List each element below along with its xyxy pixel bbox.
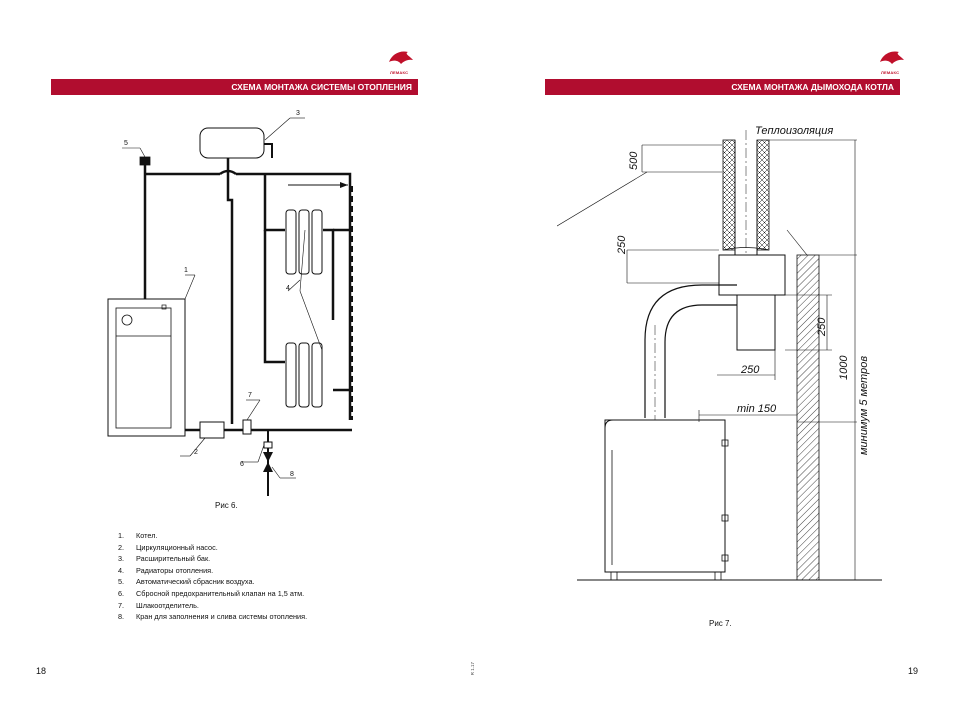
air-vent bbox=[139, 156, 151, 166]
dim-250-top: 250 bbox=[616, 235, 628, 255]
page-number: 18 bbox=[36, 666, 47, 676]
slag-separator bbox=[242, 419, 252, 435]
boiler bbox=[604, 419, 726, 573]
dim-250-bottom: 250 bbox=[740, 364, 760, 376]
section-banner: СХЕМА МОНТАЖА СИСТЕМЫ ОТОПЛЕНИЯ bbox=[51, 79, 418, 95]
dim-250-right: 250 bbox=[816, 317, 828, 337]
insulation-label: Теплоизоляция bbox=[755, 125, 833, 137]
heating-system-diagram: 1 2 3 4 5 6 7 8 bbox=[107, 110, 353, 496]
chimney-installation-diagram: Теплоизоляция 500 250 250 250 1000 min 1… bbox=[557, 125, 882, 581]
legend-item: 3.Расширительный бак. bbox=[118, 554, 211, 564]
fill-tap bbox=[263, 452, 273, 462]
radiator-upper bbox=[285, 209, 323, 275]
dim-1000: 1000 bbox=[838, 355, 850, 380]
legend-list: 1.Котел. 2.Циркуляционный насос. 3.Расши… bbox=[118, 530, 307, 623]
callout-2: 2 bbox=[194, 449, 198, 456]
safety-valve bbox=[263, 441, 273, 449]
callout-8: 8 bbox=[290, 471, 294, 478]
page-number: 19 bbox=[908, 666, 919, 676]
callout-6: 6 bbox=[240, 461, 244, 468]
dim-500: 500 bbox=[628, 151, 640, 170]
callout-5: 5 bbox=[124, 140, 128, 147]
expansion-tank bbox=[199, 127, 265, 159]
lemax-logo bbox=[880, 51, 904, 64]
figure-caption: Рис 6. bbox=[215, 501, 238, 510]
callout-1: 1 bbox=[184, 267, 188, 274]
callout-4: 4 bbox=[286, 285, 290, 292]
legend-item: 4.Радиаторы отопления. bbox=[118, 565, 214, 575]
logo-text: ЛЕМАКС bbox=[390, 70, 409, 75]
legend-item: 5.Автоматический сбрасник воздуха. bbox=[118, 577, 255, 587]
legend-item: 6.Сбросной предохранительный клапан на 1… bbox=[118, 588, 305, 598]
logo-text: ЛЕМАКС bbox=[881, 70, 900, 75]
callout-7: 7 bbox=[248, 392, 252, 399]
boiler bbox=[107, 298, 186, 437]
circulation-pump bbox=[199, 421, 225, 439]
wall bbox=[796, 254, 820, 581]
radiator-lower bbox=[285, 342, 323, 408]
left-page: ЛЕМАКС СХЕМА МОНТАЖА СИСТЕМЫ ОТОПЛЕНИЯ bbox=[36, 51, 418, 676]
section-banner: СХЕМА МОНТАЖА ДЫМОХОДА КОТЛА bbox=[545, 79, 900, 95]
gutter-code: R 1.17 bbox=[470, 662, 475, 676]
legend-item: 2.Циркуляционный насос. bbox=[118, 542, 218, 552]
dim-min150: min 150 bbox=[737, 403, 777, 415]
legend-item: 8.Кран для заполнения и слива системы от… bbox=[118, 612, 308, 622]
legend-item: 1.Котел. bbox=[118, 531, 158, 540]
callout-3: 3 bbox=[296, 110, 300, 117]
dim-min5m: минимум 5 метров bbox=[858, 356, 870, 455]
lemax-logo bbox=[389, 51, 413, 64]
figure-caption: Рис 7. bbox=[709, 619, 732, 628]
right-page: ЛЕМАКС СХЕМА МОНТАЖА ДЫМОХОДА КОТЛА bbox=[477, 0, 954, 716]
legend-item: 7.Шлакоотделитель. bbox=[118, 600, 199, 610]
